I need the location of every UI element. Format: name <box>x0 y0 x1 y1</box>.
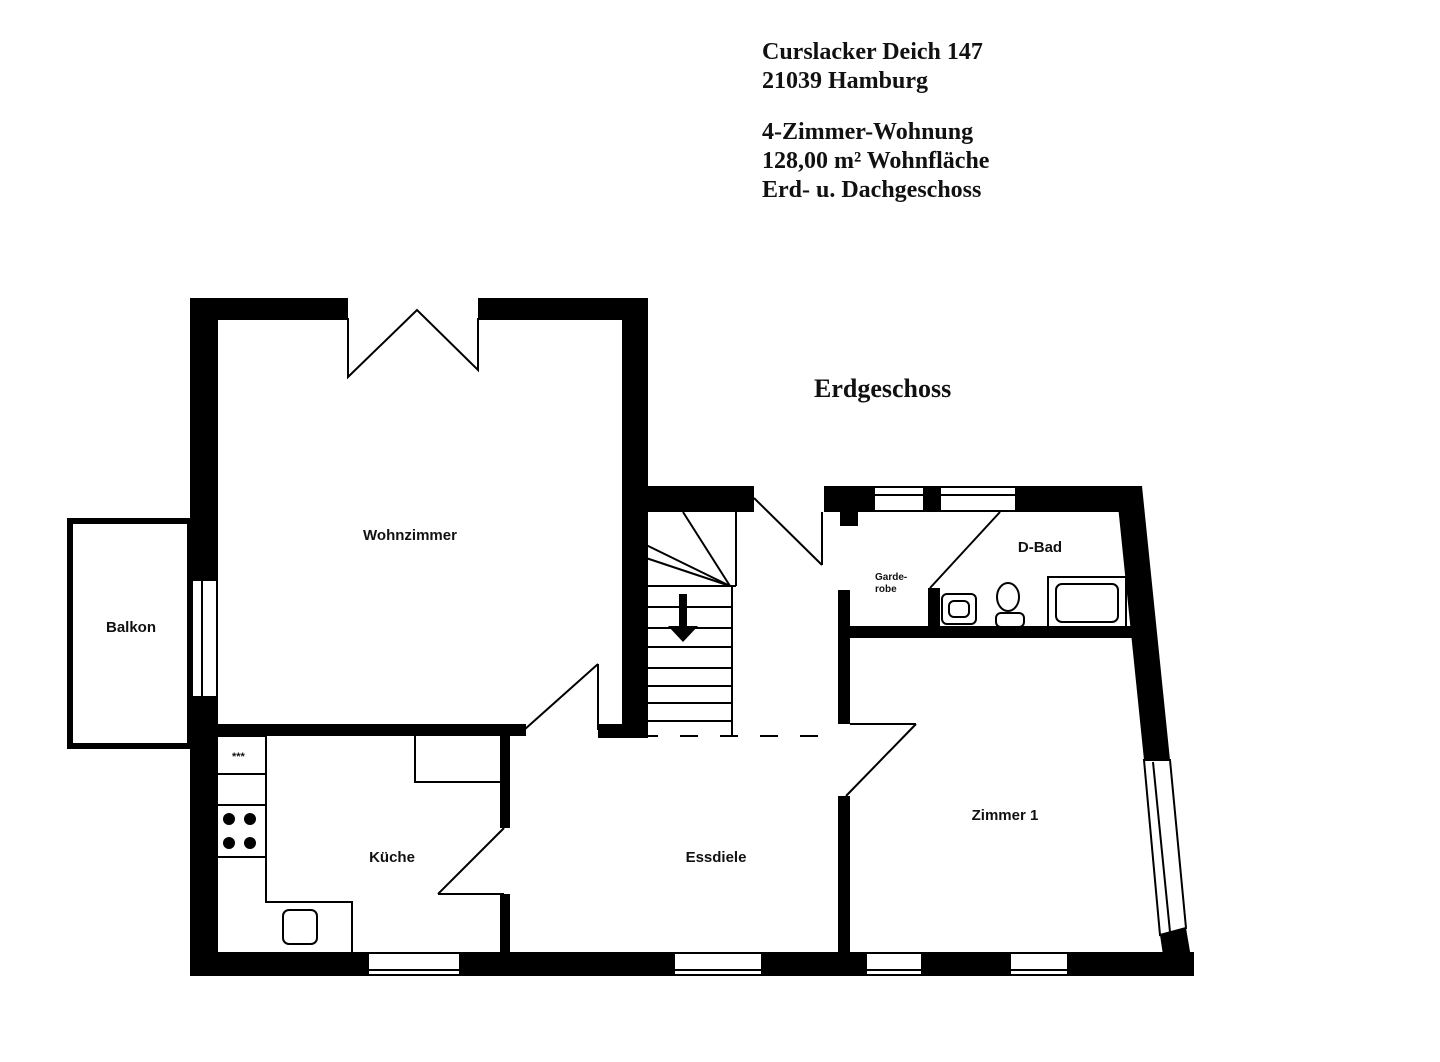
apartment-type: 4-Zimmer-Wohnung <box>762 119 974 145</box>
floor-title: Erdgeschoss <box>814 374 952 403</box>
room-label-garderobe-1: Garde- <box>875 572 907 583</box>
room-label-zimmer1: Zimmer 1 <box>972 807 1039 824</box>
toilet-icon <box>996 582 1020 612</box>
kitchen-counter <box>218 735 500 952</box>
room-label-wohnzimmer: Wohnzimmer <box>363 527 457 544</box>
floors-info: Erd- u. Dachgeschoss <box>762 177 982 203</box>
stair-direction-arrow-icon <box>668 594 698 642</box>
living-area: 128,00 m² Wohnfläche <box>762 148 990 174</box>
windows <box>190 486 1188 976</box>
address-city: 21039 Hamburg <box>762 68 929 94</box>
room-label-balkon: Balkon <box>106 619 156 636</box>
washbasin-icon <box>941 593 977 625</box>
bathroom-fixtures <box>941 576 1127 628</box>
room-label-essdiele: Essdiele <box>686 849 747 866</box>
room-label-kueche: Küche <box>369 849 415 866</box>
room-label-dbad: D-Bad <box>1018 539 1062 556</box>
address-street: Curslacker Deich 147 <box>762 39 983 65</box>
exterior-walls <box>190 298 1194 976</box>
staircase <box>639 511 826 737</box>
stove-icon <box>223 813 256 849</box>
appliance-marker: *** <box>232 751 246 763</box>
bathtub-icon <box>1047 576 1127 628</box>
interior-walls <box>190 588 1132 954</box>
kitchen-sink-icon <box>282 909 318 945</box>
doors <box>347 308 1001 895</box>
room-label-garderobe-2: robe <box>875 584 897 595</box>
listing-header: Curslacker Deich 147 21039 Hamburg 4-Zim… <box>762 38 989 205</box>
